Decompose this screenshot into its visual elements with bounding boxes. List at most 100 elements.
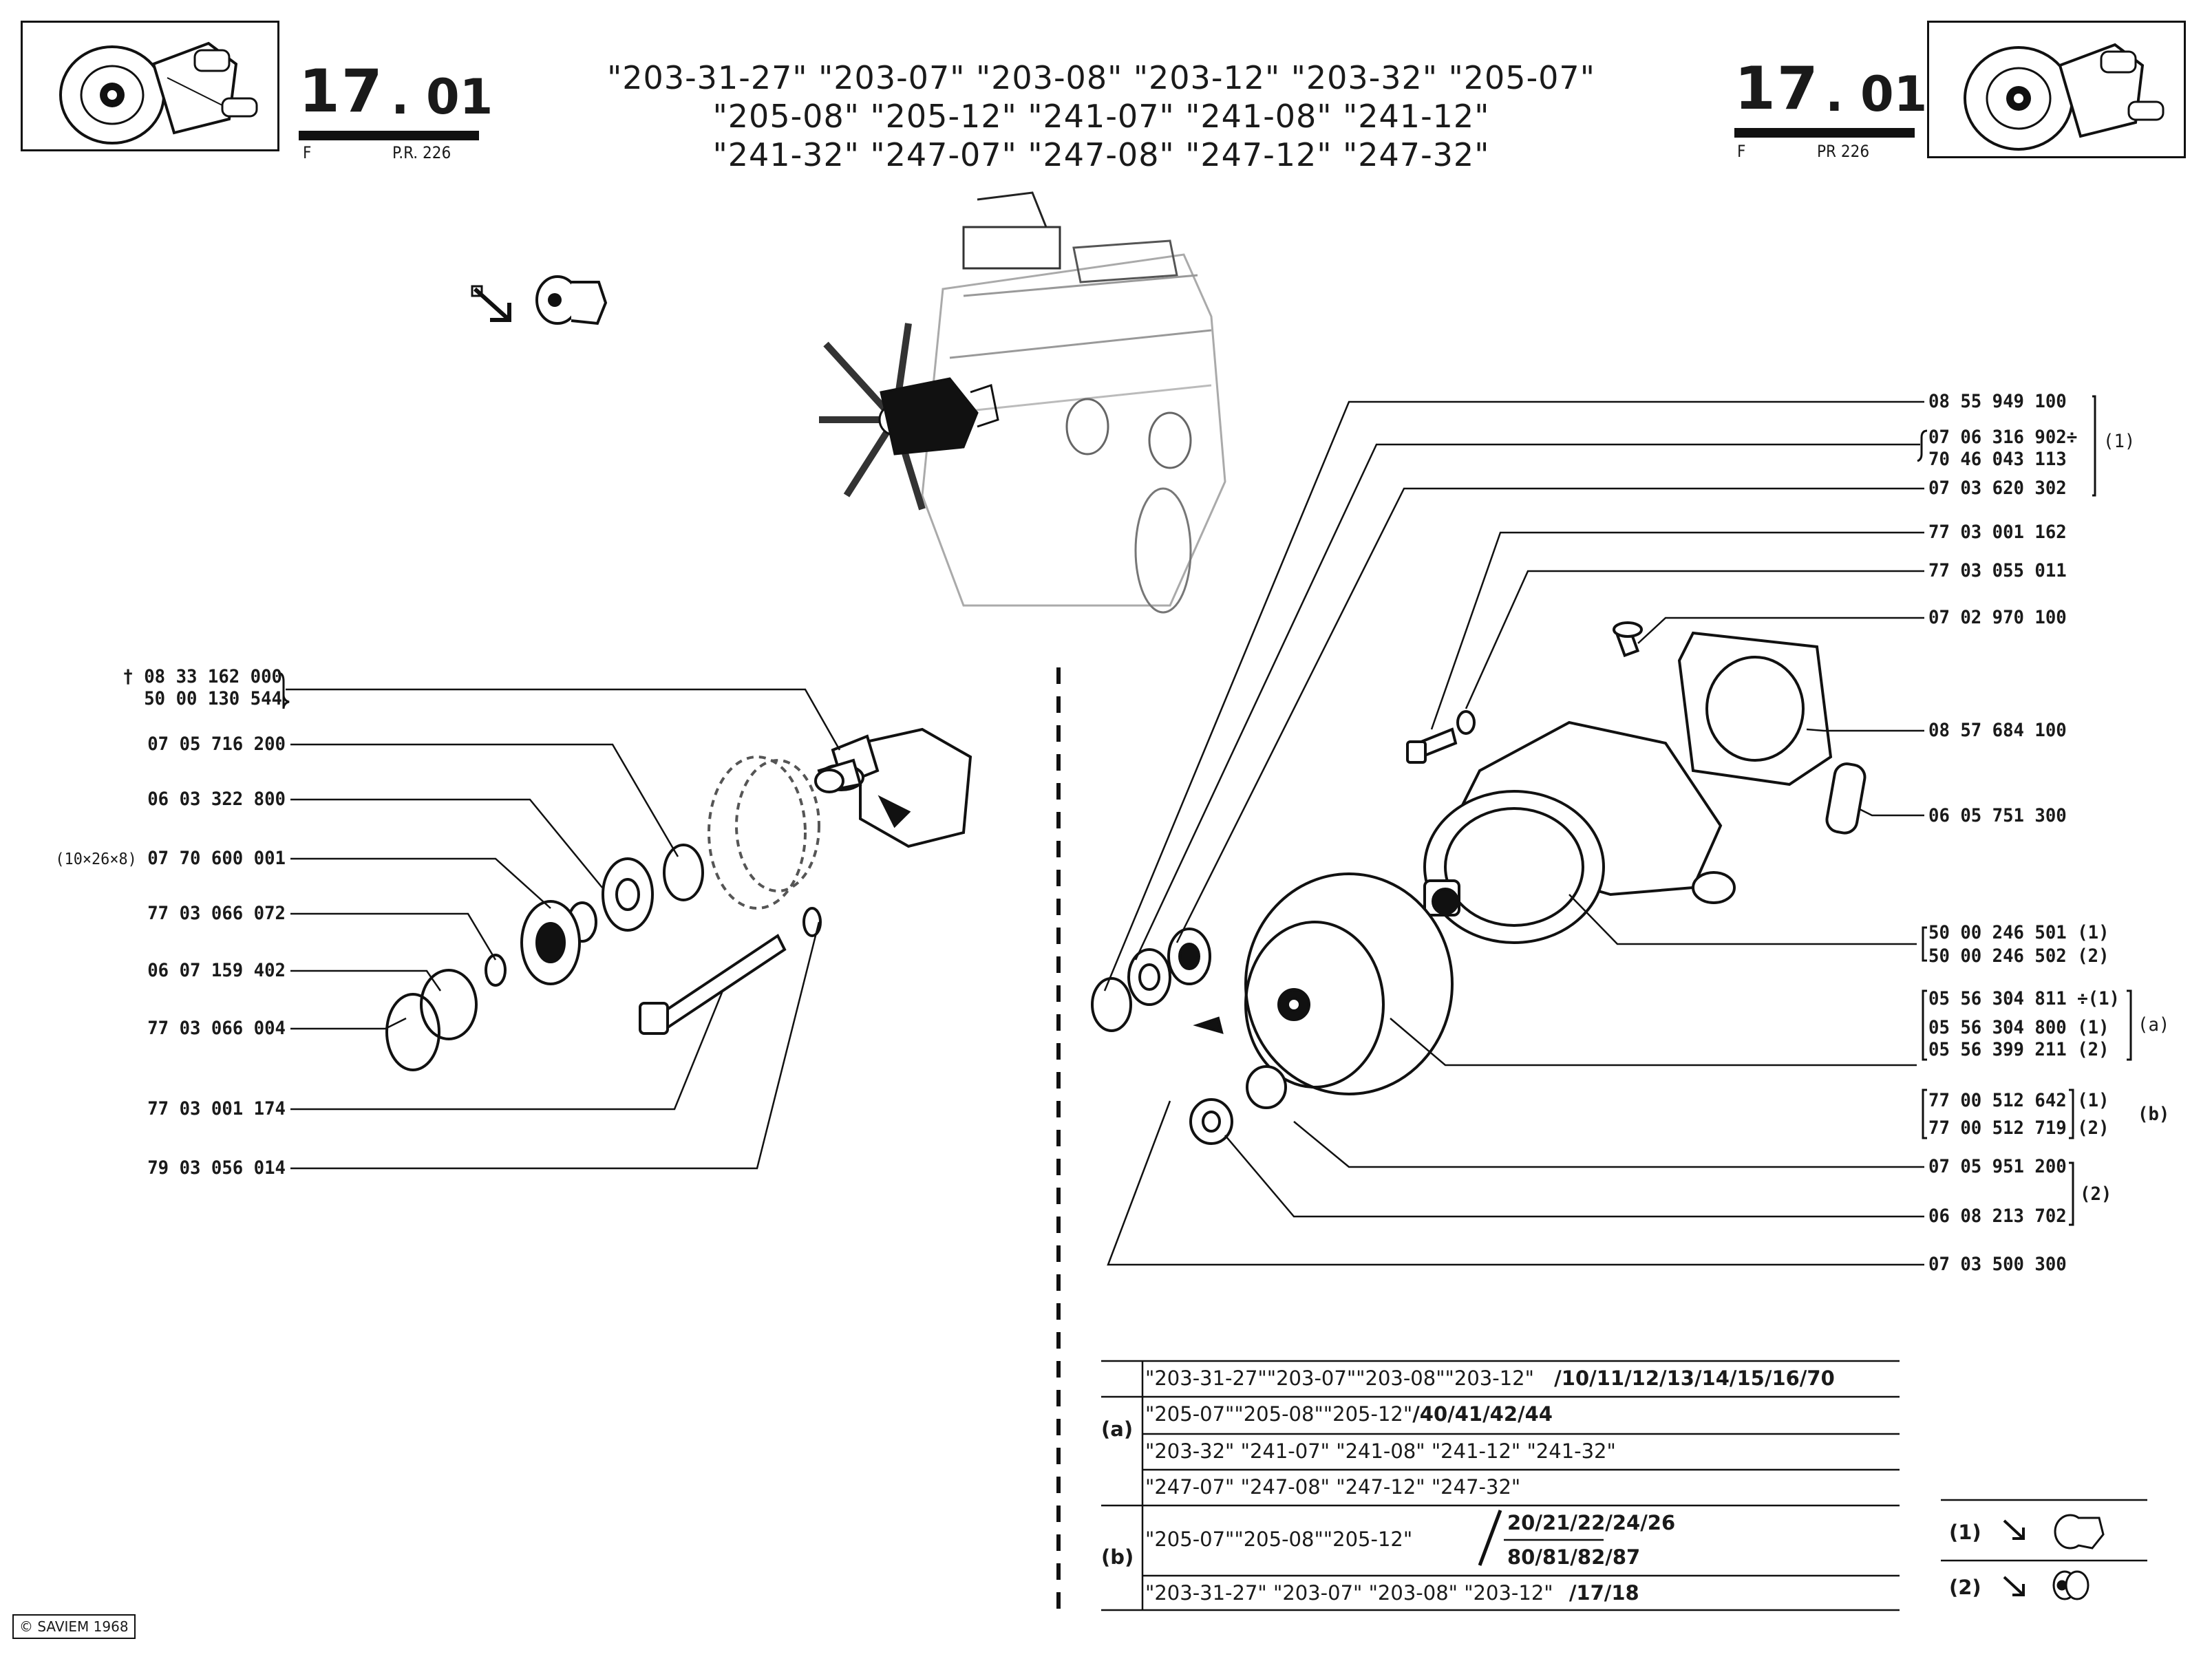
header-bar-left — [299, 131, 479, 140]
table-a-row3: "203-32" "241-07" "241-08" "241-12" "241… — [1145, 1439, 1616, 1463]
left-part-8: 77 03 001 174 — [80, 1098, 286, 1120]
left-leader-lines — [286, 688, 841, 1170]
part-number: 08 33 162 000 — [144, 666, 282, 687]
part-number: 77 03 066 004 — [147, 1018, 286, 1039]
group-label-b: (b) — [2138, 1104, 2170, 1125]
part-number: 06 05 751 300 — [1928, 805, 2067, 826]
group-label-1: (1) — [2103, 431, 2136, 452]
models-line-3: "241-32" "247-07" "247-08" "247-12" "247… — [712, 136, 1490, 173]
header-bar-right — [1734, 128, 1915, 138]
table-a-row1: "203-31-27""203-07""203-08""203-12" /10/… — [1145, 1367, 1835, 1390]
right-part-5: 77 03 055 011 — [1928, 560, 2067, 582]
part-number: 08 55 949 100 — [1928, 391, 2067, 412]
part-number: 05 56 304 811 — [1928, 988, 2067, 1009]
part-number: 07 03 620 302 — [1928, 478, 2067, 499]
part-prefix: (10×26×8) — [55, 850, 137, 868]
legend-label-1: (1) — [1949, 1521, 1981, 1544]
right-part-12: 05 56 304 800 (1) — [1928, 1017, 2109, 1039]
row-models: "205-07""205-08""205-12" — [1145, 1402, 1413, 1426]
part-number: 77 00 512 719 — [1928, 1117, 2067, 1139]
part-number: 70 46 043 113 — [1928, 449, 2067, 470]
bracket-marks — [277, 395, 2132, 1226]
water-pump-thumbnail-icon — [59, 41, 258, 144]
right-part-17: 06 08 213 702 — [1928, 1205, 2067, 1228]
section-number-right: 17 — [1734, 54, 1820, 123]
left-part-1: 50 00 130 544 — [80, 688, 282, 710]
row-codes: /10/11/12/13/14/15/16/70 — [1554, 1367, 1835, 1390]
part-number: 50 00 246 502 — [1928, 945, 2067, 967]
table-b-row1: "205-07""205-08""205-12" — [1145, 1528, 1412, 1551]
part-number: 07 70 600 001 — [147, 848, 286, 869]
right-part-16: 07 05 951 200 — [1928, 1156, 2067, 1178]
right-assembly-drawing — [1091, 621, 1867, 1145]
left-part-0: † 08 33 162 000 — [80, 666, 282, 688]
left-part-3: 06 03 322 800 — [80, 789, 286, 811]
part-number: 05 56 304 800 — [1928, 1017, 2067, 1038]
section-subnumber-left: . 01 — [391, 69, 493, 125]
part-number: 50 00 246 501 — [1928, 922, 2067, 943]
part-suffix: ÷(1) — [2077, 988, 2120, 1009]
water-pump-thumbnail-icon — [1964, 43, 2165, 151]
part-suffix: (1) — [2077, 1090, 2109, 1111]
table-b-codes-bottom: 80/81/82/87 — [1507, 1545, 1641, 1569]
right-part-18: 07 03 500 300 — [1928, 1254, 2067, 1276]
part-prefix: † — [123, 666, 134, 687]
left-part-2: 07 05 716 200 — [80, 733, 286, 756]
right-leader-lines — [1103, 400, 1924, 1266]
engine-illustration — [819, 191, 1226, 614]
row-models: "203-31-27" "203-07" "203-08" "203-12" — [1145, 1581, 1553, 1605]
part-suffix: (2) — [2077, 1039, 2109, 1060]
row-models: "203-31-27""203-07""203-08""203-12" — [1145, 1367, 1534, 1390]
legend-bearing-icon-2 — [2052, 1570, 2089, 1600]
models-line-1: "203-31-27" "203-07" "203-08" "203-12" "… — [607, 59, 1595, 96]
row-codes: /17/18 — [1568, 1581, 1639, 1605]
code-pr-right: PR 226 — [1817, 142, 1870, 161]
left-part-6: 06 07 159 402 — [80, 960, 286, 982]
part-number: 77 03 055 011 — [1928, 560, 2067, 581]
part-suffix: (2) — [2077, 945, 2109, 967]
code-pr-left: P.R. 226 — [392, 143, 451, 162]
left-part-4: (10×26×8) 07 70 600 001 — [41, 848, 286, 870]
part-number: 79 03 056 014 — [147, 1157, 286, 1179]
part-number: 77 03 001 162 — [1928, 522, 2067, 543]
left-part-7: 77 03 066 004 — [80, 1018, 286, 1040]
part-number: 07 03 500 300 — [1928, 1254, 2067, 1275]
table-a-label: (a) — [1101, 1417, 1134, 1441]
part-suffix: (2) — [2077, 1117, 2109, 1139]
table-a-row4: "247-07" "247-08" "247-12" "247-32" — [1145, 1475, 1521, 1499]
right-part-6: 07 02 970 100 — [1928, 607, 2067, 629]
part-number: 06 07 159 402 — [147, 960, 286, 981]
table-lines — [1101, 1360, 2147, 1611]
table-b-row2: "203-31-27" "203-07" "203-08" "203-12" /… — [1145, 1581, 1639, 1605]
part-number: 07 02 970 100 — [1928, 607, 2067, 628]
part-number: 05 56 399 211 — [1928, 1039, 2067, 1060]
part-number: 07 05 716 200 — [147, 733, 286, 755]
diagonal-arrow-icon — [471, 285, 511, 322]
part-number: 77 03 001 174 — [147, 1098, 286, 1119]
right-part-7: 08 57 684 100 — [1928, 720, 2067, 742]
right-part-4: 77 03 001 162 — [1928, 522, 2067, 544]
part-number: 77 00 512 642 — [1928, 1090, 2067, 1111]
group-label-a: (a) — [2138, 1014, 2170, 1036]
right-part-11: 05 56 304 811 ÷(1) — [1928, 988, 2120, 1010]
code-f-left: F — [303, 143, 312, 162]
right-part-3: 07 03 620 302 — [1928, 478, 2067, 500]
code-f-right: F — [1737, 142, 1746, 161]
models-line-2: "205-08" "205-12" "241-07" "241-08" "241… — [712, 98, 1490, 135]
copyright-icon: © — [19, 1618, 33, 1635]
row-codes: /40/41/42/44 — [1412, 1402, 1553, 1426]
right-part-13: 05 56 399 211 (2) — [1928, 1039, 2109, 1061]
part-number: 06 03 322 800 — [147, 789, 286, 810]
right-part-0: 08 55 949 100 — [1928, 391, 2067, 413]
part-number: 77 03 066 072 — [147, 903, 286, 924]
left-assembly-drawing — [385, 727, 972, 1071]
right-pump-thumbnail — [1927, 21, 2186, 158]
legend-arrow-icon-2 — [2003, 1576, 2025, 1596]
legend-pump-icon-1 — [2054, 1514, 2105, 1550]
right-part-9: 50 00 246 501 (1) — [1928, 922, 2109, 944]
table-b-codes-top: 20/21/22/24/26 — [1507, 1511, 1676, 1534]
copyright-text: SAVIEM 1968 — [37, 1618, 129, 1635]
part-number: 07 06 316 902 — [1928, 427, 2067, 448]
left-part-5: 77 03 066 072 — [80, 903, 286, 925]
right-part-8: 06 05 751 300 — [1928, 805, 2067, 827]
